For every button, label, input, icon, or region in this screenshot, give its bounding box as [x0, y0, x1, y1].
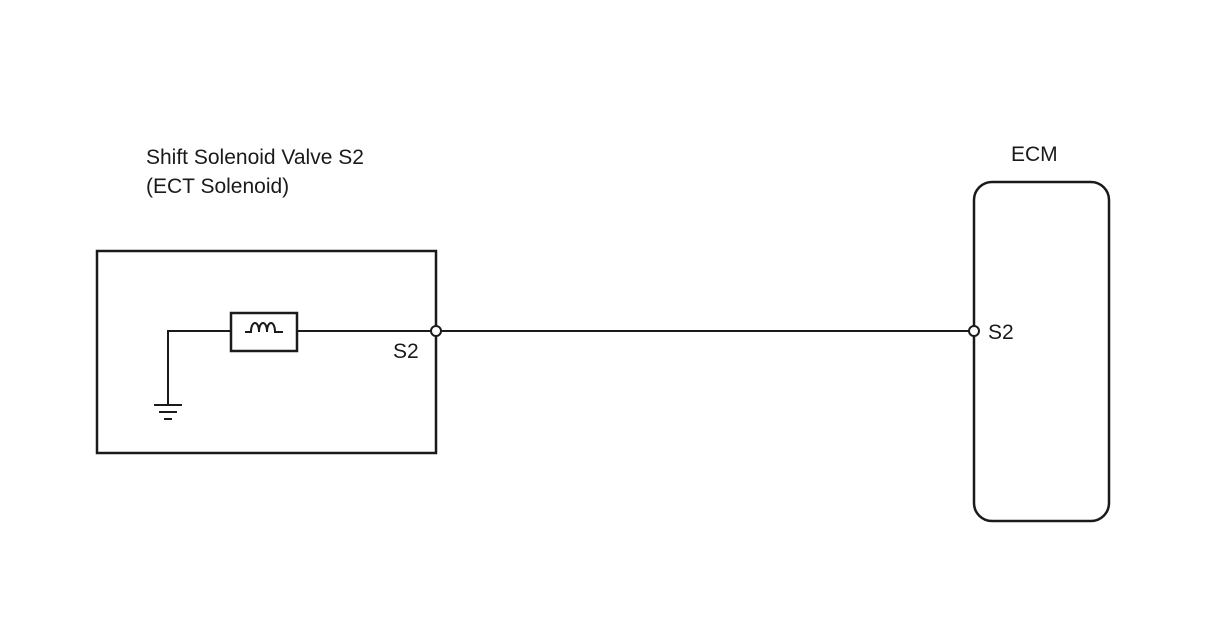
coil-icon [245, 322, 283, 333]
ecm-title: ECM [1011, 143, 1058, 166]
solenoid-subtitle: (ECT Solenoid) [146, 175, 290, 198]
ground-icon [154, 404, 182, 420]
solenoid-terminal-connector-icon [430, 325, 442, 337]
solenoid-coil-box [229, 311, 299, 353]
solenoid-title: Shift Solenoid Valve S2 [146, 146, 364, 169]
solenoid-housing-box [95, 249, 438, 455]
ecm-terminal-connector-icon [968, 325, 980, 337]
ecm-box [972, 180, 1111, 523]
ecm-terminal-label: S2 [988, 321, 1014, 344]
ground-wire [167, 330, 231, 404]
solenoid-terminal-label: S2 [393, 340, 419, 363]
